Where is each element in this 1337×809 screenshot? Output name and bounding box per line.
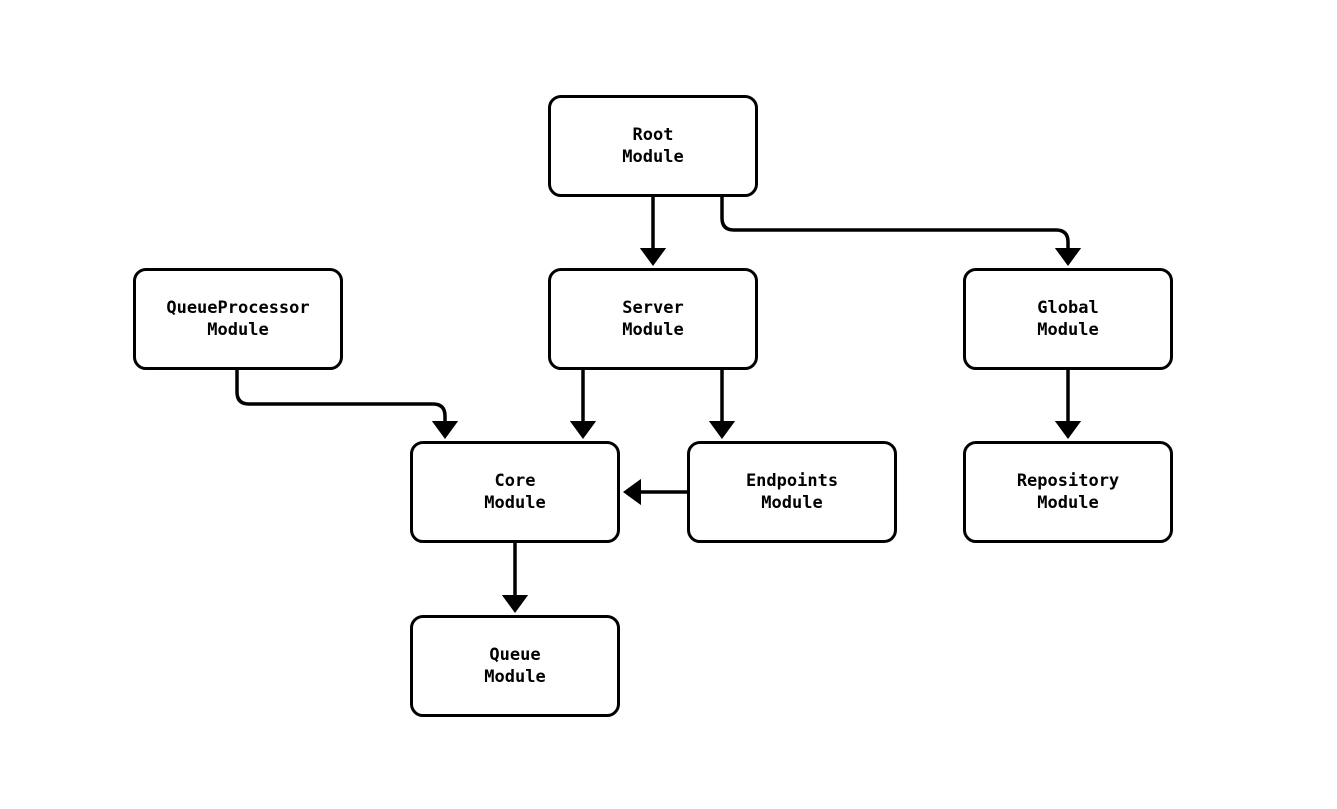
node-global-module[interactable]: Global Module [963, 268, 1173, 370]
edge-root-to-global [720, 197, 1082, 266]
node-label-core: Core Module [484, 471, 546, 513]
node-queue-module[interactable]: Queue Module [410, 615, 620, 717]
node-label-global: Global Module [1037, 298, 1099, 340]
node-repository-module[interactable]: Repository Module [963, 441, 1173, 543]
node-label-endpoints: Endpoints Module [745, 471, 839, 513]
node-server-module[interactable]: Server Module [548, 268, 758, 370]
node-queueprocessor-module[interactable]: QueueProcessor Module [133, 268, 343, 370]
node-label-server: Server Module [622, 298, 684, 340]
node-core-module[interactable]: Core Module [410, 441, 620, 543]
node-label-root: Root Module [622, 125, 684, 167]
node-label-queueprocessor: QueueProcessor Module [166, 298, 310, 340]
node-endpoints-module[interactable]: Endpoints Module [687, 441, 897, 543]
edge-queueprocessor-to-core [235, 370, 459, 439]
node-label-queue: Queue Module [484, 645, 546, 687]
node-root-module[interactable]: Root Module [548, 95, 758, 197]
node-label-repository: Repository Module [1016, 471, 1120, 513]
